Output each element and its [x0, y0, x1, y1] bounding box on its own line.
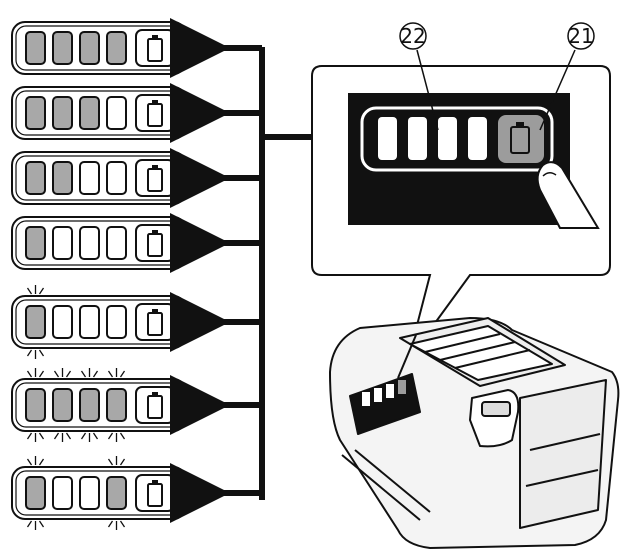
indicator-state-list [11, 21, 187, 530]
indicator-segment-3 [79, 226, 100, 260]
finger-icon [536, 161, 600, 229]
indicator-segment-1 [25, 305, 46, 339]
indicator-segment-2 [52, 226, 73, 260]
indicator-segment-4 [106, 226, 127, 260]
panel-segment-3 [438, 117, 457, 160]
indicator-row-4 [11, 216, 187, 270]
indicator-segment-1 [25, 226, 46, 260]
battery-icon [147, 392, 163, 419]
blink-marks [26, 456, 45, 530]
indicator-segment-2 [52, 31, 73, 65]
battery-icon [147, 309, 163, 336]
indicator-segment-4 [106, 388, 127, 422]
battery-icon [147, 35, 163, 62]
callout-22-leader [416, 49, 439, 131]
battery-icon [147, 100, 163, 127]
callout-21-label: 21 [568, 24, 593, 48]
panel-segment-2 [408, 117, 427, 160]
indicator-segment-1 [25, 96, 46, 130]
indicator-segment-3 [79, 476, 100, 510]
panel-segment-4 [468, 117, 487, 160]
indicator-row-2 [11, 86, 187, 140]
callout-21-circle [567, 22, 595, 50]
indicator-segment-4 [106, 161, 127, 195]
arrow-group [170, 18, 262, 523]
indicator-row-7 [11, 456, 187, 530]
indicator-segment-3 [79, 388, 100, 422]
indicator-segment-2 [52, 388, 73, 422]
callout-22-label: 22 [400, 24, 425, 48]
indicator-segment-3 [79, 305, 100, 339]
indicator-segment-4 [106, 96, 127, 130]
blink-marks [107, 456, 126, 530]
indicator-segment-3 [79, 161, 100, 195]
blink-marks [26, 285, 45, 359]
indicator-segment-3 [79, 31, 100, 65]
battery-icon [147, 480, 163, 507]
indicator-row-5 [11, 285, 187, 359]
indicator-segment-1 [25, 388, 46, 422]
blink-marks [80, 368, 99, 442]
indicator-row-6 [11, 368, 187, 442]
indicator-segment-2 [52, 161, 73, 195]
indicator-segment-4 [106, 31, 127, 65]
indicator-segment-2 [52, 476, 73, 510]
indicator-segment-1 [25, 161, 46, 195]
battery-icon [510, 122, 530, 154]
indicator-row-3 [11, 151, 187, 205]
indicator-segment-4 [106, 476, 127, 510]
battery-icon [147, 165, 163, 192]
indicator-segment-2 [52, 305, 73, 339]
indicator-segment-3 [79, 96, 100, 130]
callout-21-leader [539, 49, 576, 131]
blink-marks [53, 368, 72, 442]
callout-22-circle [399, 22, 427, 50]
panel-segments [378, 117, 487, 160]
check-button[interactable] [498, 115, 544, 163]
indicator-segment-4 [106, 305, 127, 339]
indicator-segment-1 [25, 31, 46, 65]
panel-segment-1 [378, 117, 397, 160]
blink-marks [107, 368, 126, 442]
indicator-segment-2 [52, 96, 73, 130]
pointer-line [397, 334, 417, 379]
indicator-segment-1 [25, 476, 46, 510]
battery-icon [147, 230, 163, 257]
battery-pack-illustration [329, 317, 620, 549]
blink-marks [26, 368, 45, 442]
indicator-row-1 [11, 21, 187, 75]
